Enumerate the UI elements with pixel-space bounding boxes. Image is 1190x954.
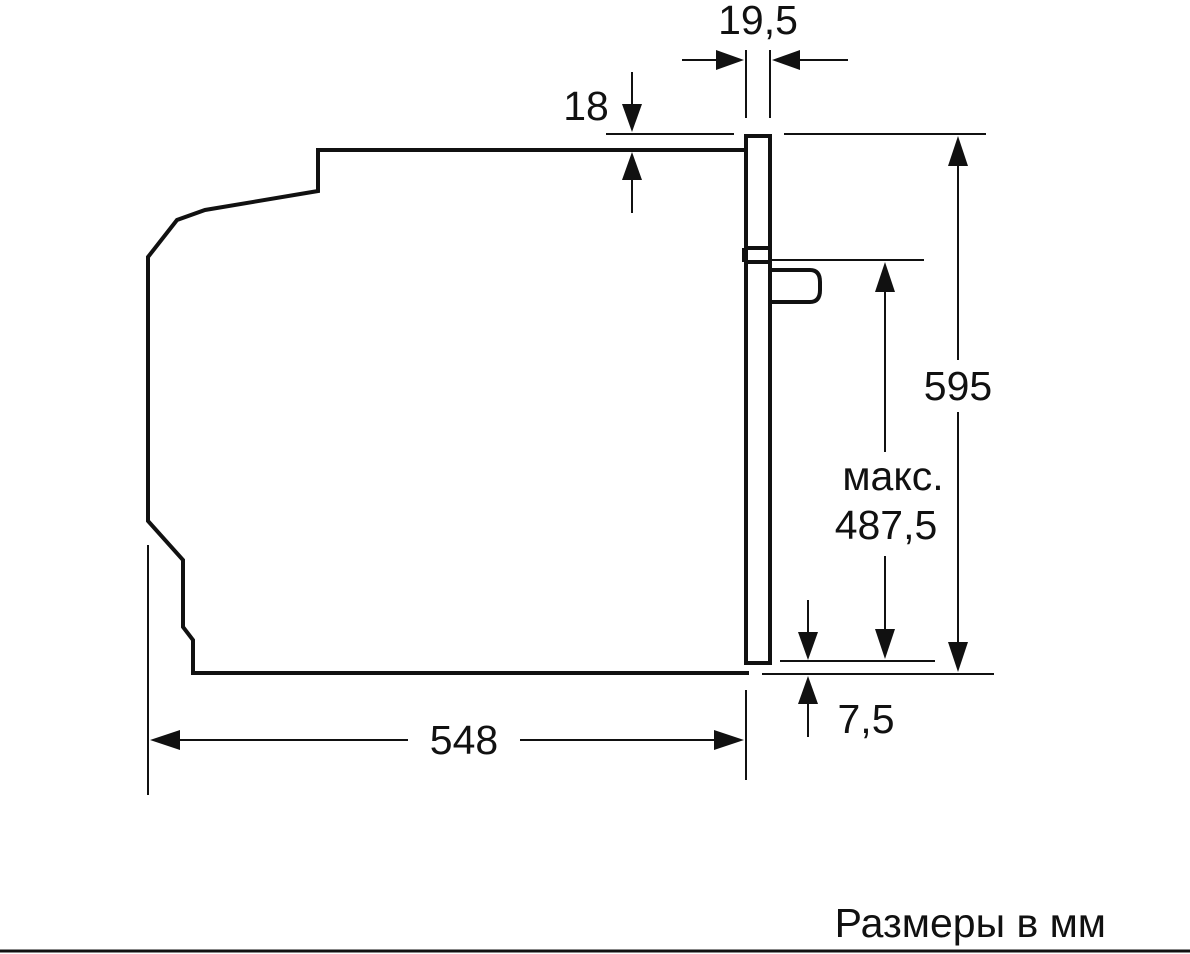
oven-front-panel — [744, 134, 772, 665]
max-arrow-bottom — [875, 629, 895, 659]
height-arrow-top — [948, 136, 968, 166]
control-knob — [770, 268, 822, 304]
front-arrow-right — [772, 50, 800, 70]
depth-arrow-right — [714, 730, 744, 750]
oven-body-outline — [146, 148, 749, 675]
height-label: 595 — [924, 363, 992, 409]
units-caption: Размеры в мм — [835, 900, 1106, 946]
max-arrow-top — [875, 262, 895, 292]
bottom-gap-arrow-bottom — [798, 676, 818, 704]
bottom-gap-arrow-top — [798, 632, 818, 660]
max-value-label: 487,5 — [835, 502, 938, 548]
top-gap-arrow-bottom — [622, 152, 642, 180]
bottom-gap-label: 7,5 — [838, 696, 895, 742]
front-thickness-label: 19,5 — [718, 0, 798, 43]
max-prefix-label: макс. — [842, 453, 943, 499]
top-gap-label: 18 — [563, 83, 609, 129]
depth-arrow-left — [150, 730, 180, 750]
height-arrow-bottom — [948, 642, 968, 672]
depth-label: 548 — [430, 717, 498, 763]
front-arrow-left — [716, 50, 744, 70]
top-gap-arrow-top — [622, 104, 642, 132]
